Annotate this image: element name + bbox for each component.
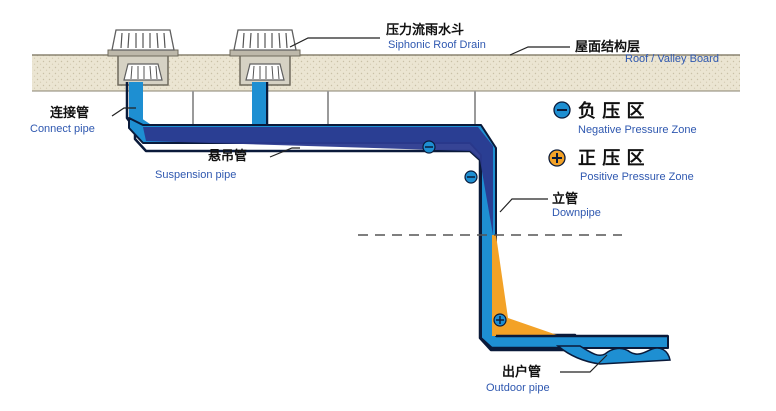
connect-pipe-label-cn: 连接管 [50, 105, 89, 121]
roof-drain-left [107, 29, 179, 86]
legend-negative-cn: 负 压 区 [578, 100, 645, 122]
legend-positive-en: Positive Pressure Zone [580, 171, 694, 183]
plus-marker-icon [493, 313, 507, 327]
legend-negative-en: Negative Pressure Zone [578, 124, 697, 136]
plus-circle-icon [548, 149, 566, 167]
negative-pressure-zone [143, 127, 493, 235]
pipe-outline [125, 82, 577, 352]
suspension-pipe-label-cn: 悬吊管 [208, 148, 247, 164]
outdoor-pipe-lines [492, 334, 668, 350]
siphonic-drain-label-en: Siphonic Roof Drain [388, 39, 486, 51]
minus-marker-icon [464, 170, 478, 184]
legend: 负 压 区 Negative Pressure Zone 正 压 区 Posit… [548, 100, 697, 183]
roof-label-cn: 屋面结构层 [575, 39, 640, 55]
outdoor-pipe-label-en: Outdoor pipe [486, 382, 550, 394]
leader-lines [111, 37, 608, 373]
roof-drain-right [229, 29, 301, 86]
roof-label-en: Roof / Valley Board [625, 53, 719, 65]
downpipe-label-cn: 立管 [552, 191, 578, 207]
hanger-rods [192, 91, 476, 124]
suspension-pipe-label-en: Suspension pipe [155, 169, 236, 181]
minus-marker-icon [422, 140, 436, 154]
minus-circle-icon [553, 101, 571, 119]
water-outflow [555, 345, 671, 365]
legend-positive-cn: 正 压 区 [578, 148, 645, 169]
connect-pipe-label-en: Connect pipe [30, 123, 95, 135]
outdoor-pipe-label-cn: 出户管 [502, 364, 541, 380]
downpipe-label-en: Downpipe [552, 207, 601, 219]
siphonic-drain-label-cn: 压力流雨水斗 [386, 22, 464, 38]
